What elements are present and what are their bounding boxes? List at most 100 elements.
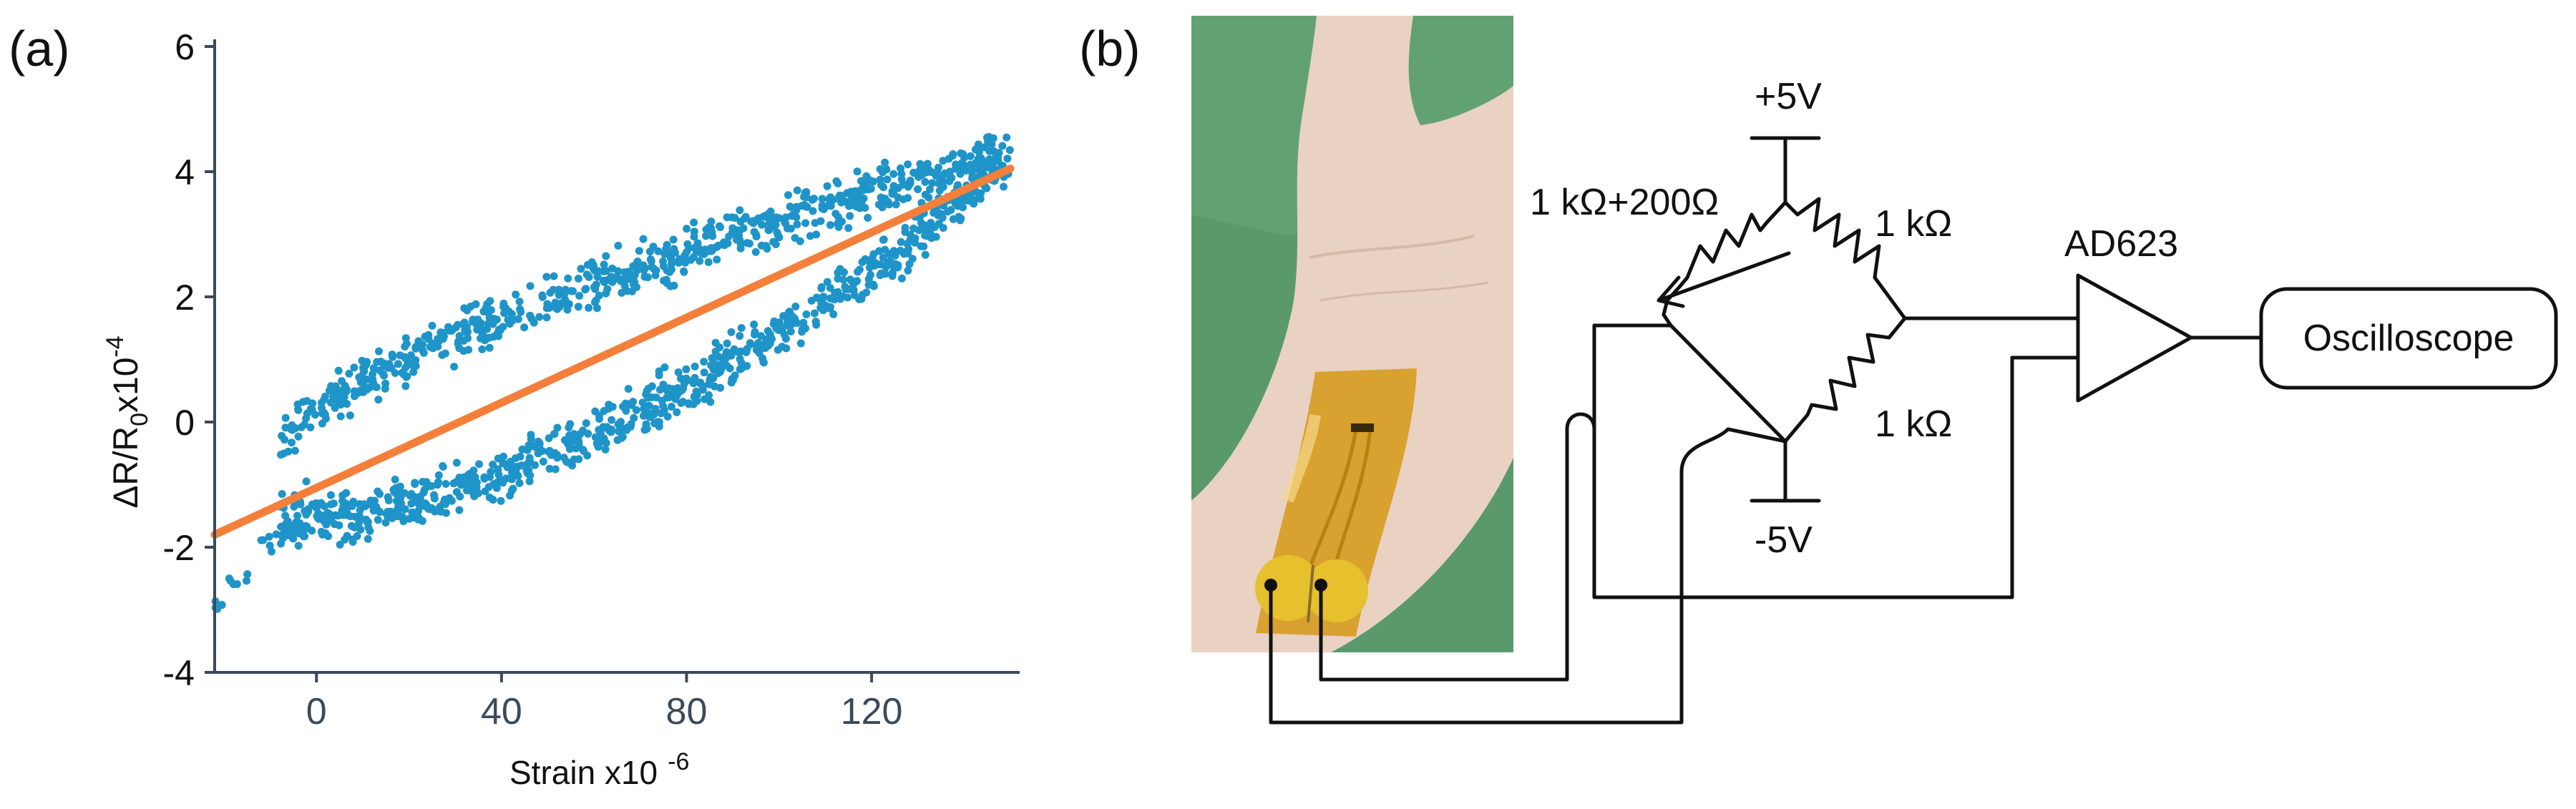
- scatter-point: [600, 434, 608, 443]
- pad-divider: [1307, 564, 1314, 623]
- scatter-point: [628, 287, 636, 295]
- scatter-point: [924, 193, 933, 202]
- scatter-point: [293, 525, 302, 534]
- scatter-point: [450, 363, 459, 371]
- scatter-point: [711, 243, 719, 252]
- scatter-point: [313, 512, 321, 521]
- scatter-point: [473, 321, 482, 330]
- scatter-point: [746, 240, 753, 247]
- scatter-point: [591, 407, 600, 416]
- scatter-point: [407, 499, 416, 508]
- panel-label-b: (b): [1079, 21, 1141, 77]
- scatter-point: [786, 318, 794, 327]
- scatter-point: [850, 291, 859, 300]
- scatter-point: [621, 399, 630, 408]
- scatter-point: [602, 267, 610, 275]
- scatter-point: [545, 434, 553, 443]
- scatter-point: [500, 309, 509, 318]
- scatter-point: [523, 446, 532, 454]
- label-vneg: -5V: [1755, 519, 1813, 561]
- scatter-point: [485, 494, 494, 501]
- scatter-point: [553, 453, 562, 462]
- scatter-point: [442, 509, 450, 517]
- scatter-point: [555, 290, 563, 299]
- scatter-point: [338, 496, 347, 505]
- scatter-point: [483, 300, 492, 308]
- scatter-point: [705, 391, 713, 399]
- wire-lead-right: [1319, 412, 1596, 682]
- scatter-point: [497, 496, 505, 505]
- scatter-point: [615, 427, 623, 436]
- scatter-point: [915, 214, 924, 222]
- scatter-point: [683, 225, 691, 233]
- scatter-point: [507, 310, 516, 318]
- panel-label-a: (a): [9, 21, 70, 77]
- scatter-point: [645, 401, 653, 410]
- scatter-point: [998, 142, 1007, 150]
- scatter-point: [297, 423, 306, 431]
- scatter-point: [679, 398, 687, 406]
- scatter-point: [861, 204, 869, 212]
- scatter-point: [469, 315, 477, 324]
- scatter-point: [839, 292, 847, 300]
- scatter-point: [411, 356, 420, 364]
- scatter-point: [944, 207, 952, 216]
- scatter-point: [939, 224, 947, 232]
- scatter-point: [614, 242, 623, 250]
- scatter-point: [346, 512, 354, 521]
- scatter-point: [904, 266, 912, 275]
- scatter-point: [414, 515, 422, 524]
- scatter-point: [855, 265, 864, 274]
- scatter-point: [671, 248, 679, 257]
- scatter-point: [369, 364, 378, 373]
- wrist-skin: [1191, 16, 1513, 652]
- bridge-arm-bottom-left: [1669, 323, 1787, 443]
- scatter-point: [807, 296, 816, 305]
- scatter-point: [512, 290, 520, 299]
- scatter-point: [551, 465, 560, 474]
- scatter-point: [957, 198, 965, 206]
- scatter-point: [381, 384, 389, 393]
- scatter-point: [375, 347, 383, 356]
- scatter-point: [702, 232, 710, 240]
- scatter-point: [667, 265, 675, 274]
- scatter-point: [638, 398, 647, 407]
- scatter-point: [459, 477, 467, 486]
- scatter-point: [891, 251, 899, 260]
- scatter-point: [617, 418, 625, 426]
- scatter-point: [651, 271, 660, 280]
- label-oscilloscope: Oscilloscope: [2303, 318, 2514, 359]
- scatter-point: [600, 260, 608, 269]
- scatter-point: [363, 358, 371, 366]
- scatter-point: [682, 248, 691, 257]
- scatter-point: [864, 214, 872, 222]
- scatter-point: [889, 170, 898, 178]
- scatter-point: [321, 410, 329, 418]
- scatter-point: [402, 354, 411, 363]
- scatter-point: [441, 500, 450, 509]
- scatter-point: [333, 390, 342, 398]
- wire-crossing: [1679, 427, 1787, 474]
- scatter-point: [711, 360, 719, 368]
- scatter-point: [455, 506, 464, 514]
- scatter-point: [327, 491, 335, 499]
- scatter-point: [293, 511, 301, 520]
- scatter-point: [909, 168, 918, 177]
- scatter-point: [587, 258, 596, 266]
- scatter-point: [735, 232, 743, 240]
- scatter-point: [361, 515, 370, 524]
- scatter-point: [366, 496, 375, 505]
- scatter-point: [492, 484, 501, 492]
- scatter-point: [416, 495, 424, 504]
- scatter-point: [660, 363, 669, 371]
- scatter-point: [580, 446, 588, 455]
- scatter-point: [736, 206, 744, 215]
- scatter-point: [879, 253, 887, 262]
- x-tick-label: 0: [306, 691, 327, 732]
- contact-pad-right: [1305, 559, 1368, 622]
- scatter-point: [786, 327, 795, 335]
- scatter-point: [643, 273, 652, 282]
- scatter-point: [452, 459, 461, 467]
- y-tick-label: 4: [175, 152, 195, 192]
- scatter-point: [225, 574, 233, 583]
